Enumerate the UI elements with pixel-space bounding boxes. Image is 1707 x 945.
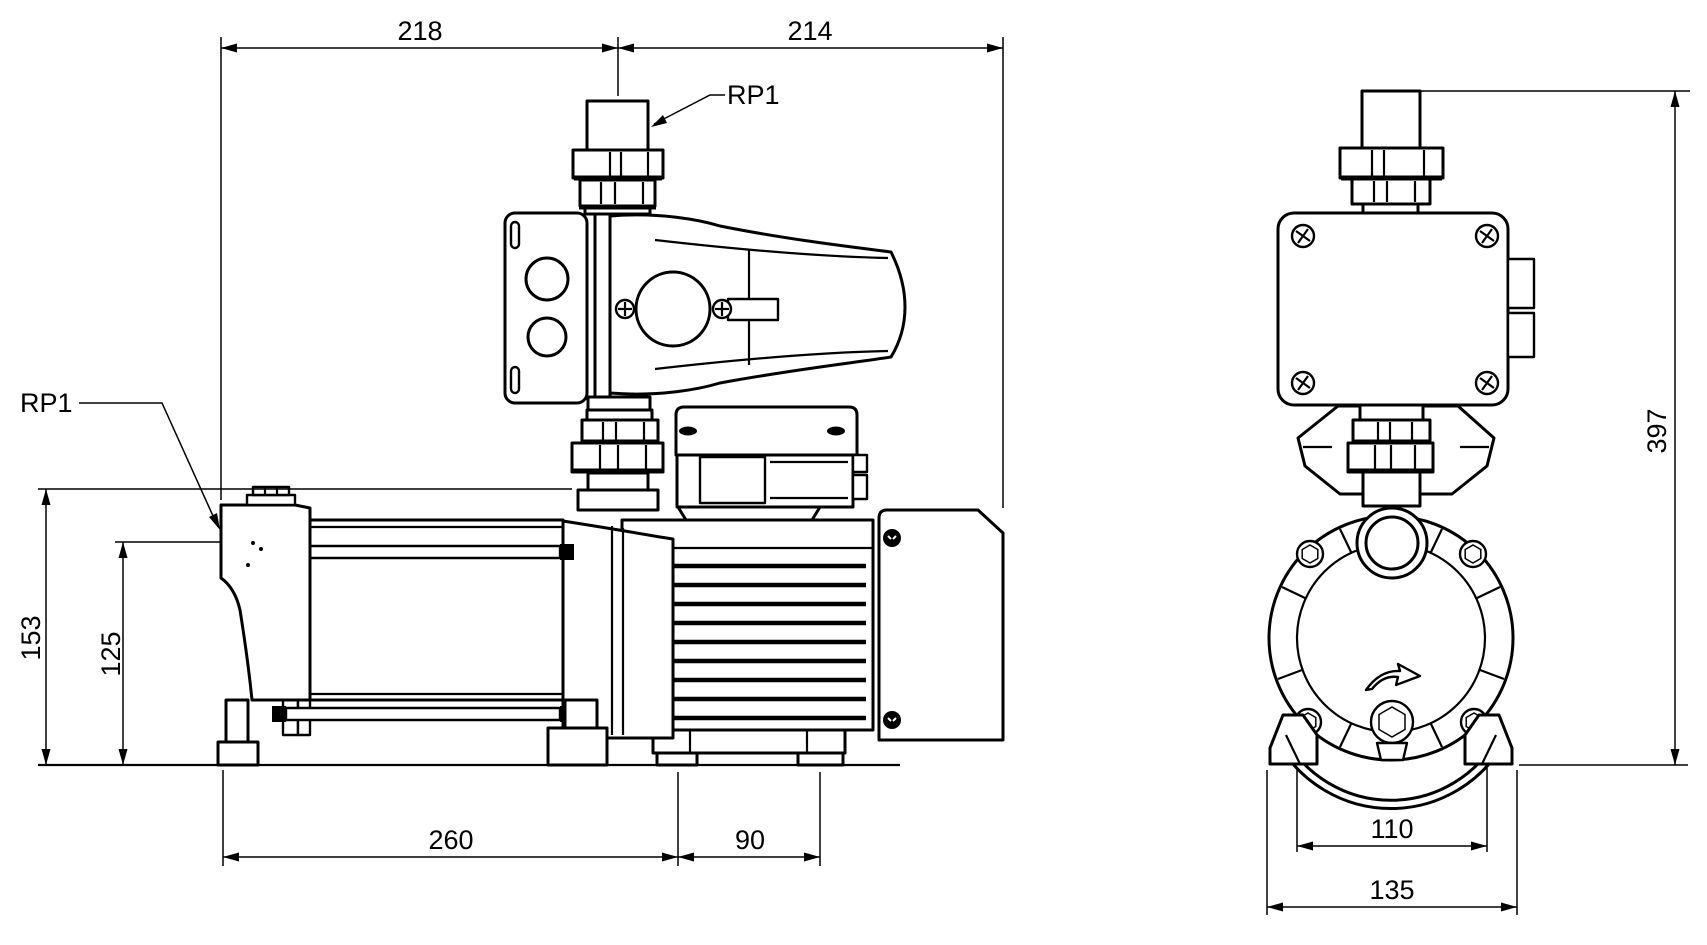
dim-base-width-label: 135 <box>1369 875 1414 905</box>
outlet-pipe <box>585 99 650 152</box>
fan-cover <box>877 508 1005 742</box>
suction-casing <box>219 485 312 702</box>
box-screw-icon <box>1290 370 1316 396</box>
dim-motor-length-label: 90 <box>735 825 765 855</box>
terminal-box <box>674 405 869 522</box>
cable-gland-side <box>1506 311 1536 359</box>
air-vent-boss <box>245 493 297 507</box>
front-view <box>1267 89 1536 811</box>
cable-gland-side <box>1506 257 1536 310</box>
dial <box>634 270 712 348</box>
fan-cover-screw-icon <box>883 711 901 729</box>
dial-screw-icon <box>614 298 636 320</box>
terminal-box-vent-icon <box>679 426 697 436</box>
drain-plug-icon <box>1369 699 1415 762</box>
flange-bolt-icon <box>1295 539 1325 569</box>
cable-gland-icon <box>524 256 570 302</box>
dim-pump-length-label: 260 <box>428 825 473 855</box>
cable-connector <box>851 453 869 474</box>
front-feet <box>1268 713 1514 811</box>
pump-foot-front <box>216 698 260 767</box>
leader-lines <box>79 94 725 530</box>
check-valve-union <box>570 395 665 512</box>
terminal-box-vent-icon <box>827 426 845 436</box>
dim-front-height-label: 397 <box>1642 408 1672 453</box>
mounting-plate <box>503 211 589 405</box>
box-screw-icon <box>1474 223 1500 249</box>
dimensions: 218 214 RP1 RP1 153 125 260 90 397 110 1… <box>16 16 1690 915</box>
dim-foot-hole-spacing-label: 110 <box>1370 814 1413 844</box>
dim-height-total-label: 153 <box>16 615 46 660</box>
front-outlet-union <box>1338 89 1445 215</box>
box-screw-icon <box>1474 370 1500 396</box>
rotation-arrow-icon <box>1364 662 1422 692</box>
fan-cover-screw-icon <box>883 529 901 547</box>
tie-rods <box>272 544 574 722</box>
dim-overall-width-left-label: 218 <box>397 16 442 46</box>
side-view <box>38 99 1005 767</box>
pump-foot-mid <box>546 698 609 767</box>
dim-overall-width-right-label: 214 <box>787 16 832 46</box>
flange-bolt-icon <box>1458 539 1488 569</box>
air-vent-screw-icon <box>251 485 291 497</box>
front-check-valve-union <box>1346 403 1435 508</box>
dial-screw-icon <box>711 298 733 320</box>
outlet-union <box>571 99 665 216</box>
cable-gland-icon <box>526 316 568 358</box>
pressure-manager <box>503 211 907 405</box>
pump-casing-front <box>1267 506 1515 762</box>
box-screw-icon <box>1290 223 1316 249</box>
dimension-arrows <box>41 43 1680 912</box>
discharge-head <box>561 519 675 740</box>
dim-height-port-label: 125 <box>96 631 126 676</box>
port-label-side: RP1 <box>20 388 73 418</box>
cable-connector <box>851 473 869 501</box>
port-label-top: RP1 <box>727 80 780 110</box>
pressure-manager-front <box>1276 211 1536 407</box>
